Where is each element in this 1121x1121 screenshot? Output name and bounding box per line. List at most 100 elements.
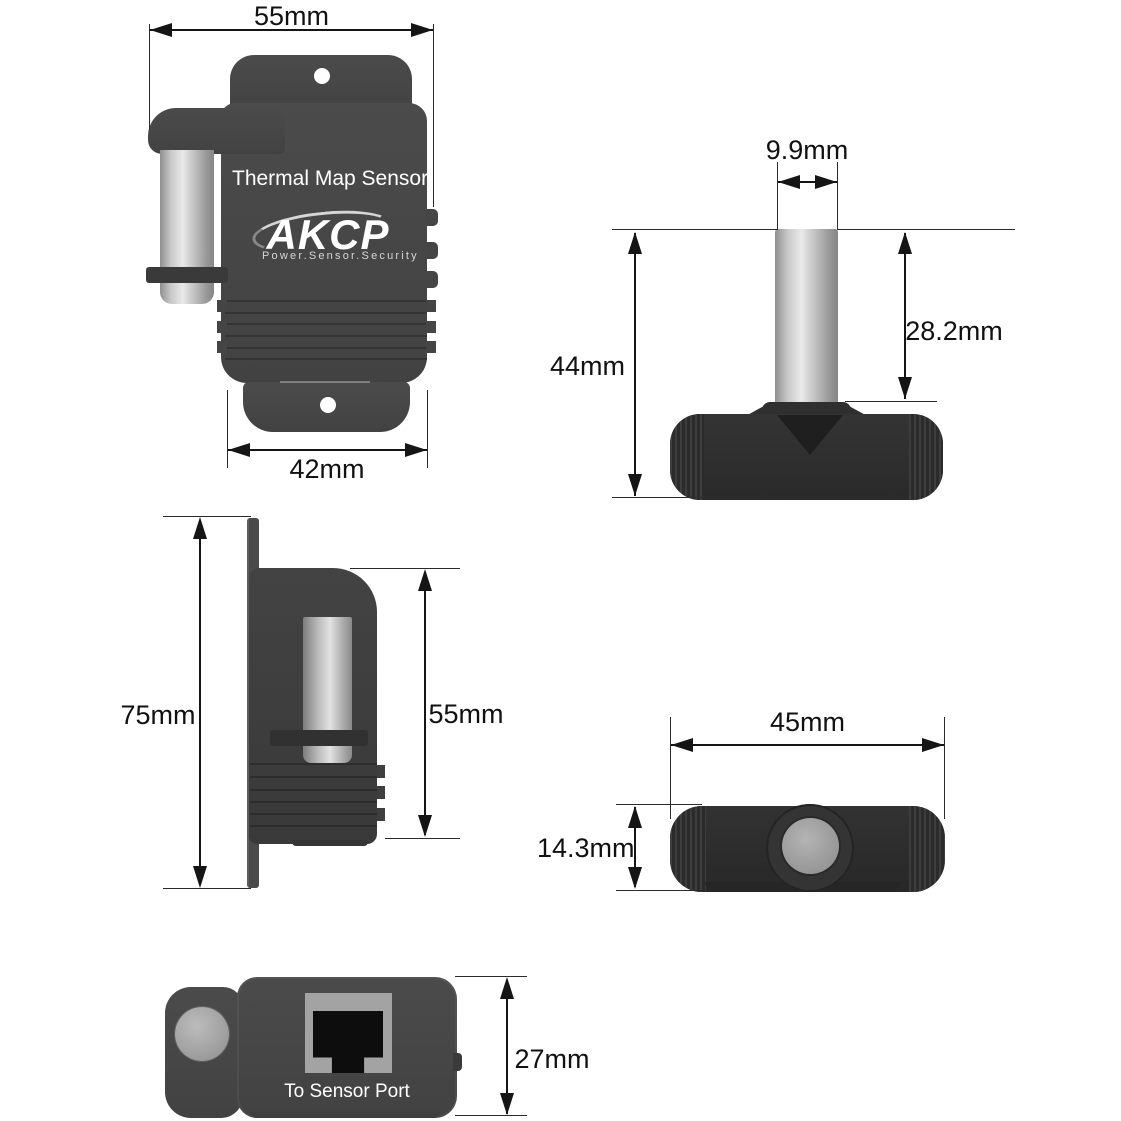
dim-side-body-arrow-up xyxy=(418,569,432,591)
dim-handle-w-label: 45mm xyxy=(769,707,845,737)
bottom-right-notch xyxy=(453,1053,462,1071)
dim-probe-dia-arrow-left xyxy=(778,175,800,189)
dim-stem-ext-top xyxy=(838,229,1015,230)
dim-bottom-h-arrow-up xyxy=(500,977,514,999)
front-rib xyxy=(225,300,427,302)
front-right-bump xyxy=(426,271,438,288)
front-mount-hole-bottom xyxy=(320,397,336,413)
front-rib-tab xyxy=(426,341,436,353)
front-right-bump xyxy=(426,242,438,259)
side-rib-tab xyxy=(377,808,385,821)
handle-knurl-left xyxy=(670,806,706,892)
front-probe-arm xyxy=(148,108,285,154)
probe-stem xyxy=(775,229,838,403)
dim-handle-d-label: 14.3mm xyxy=(537,833,635,863)
front-rib xyxy=(225,335,427,337)
dim-side-body-ext-top xyxy=(350,568,460,569)
front-rib xyxy=(225,358,427,360)
front-product-label: Thermal Map Sensor xyxy=(232,167,429,190)
dim-front-bottom-label: 42mm xyxy=(289,454,365,484)
front-rib xyxy=(225,323,427,325)
dim-handle-d-arrow-down xyxy=(628,867,642,889)
akcp-tagline: Power.Sensor.Security xyxy=(262,250,419,262)
dim-handle-d-ext-bottom xyxy=(616,890,710,891)
probe-handle-knurl-right xyxy=(909,414,943,500)
front-rib-tab xyxy=(217,341,227,353)
dim-front-bottom-ext-right xyxy=(427,390,428,468)
front-rib-tab xyxy=(426,321,436,333)
dim-handle-w-ext-left xyxy=(670,717,671,819)
front-rib-tab xyxy=(217,300,227,312)
dim-side-total-arrow-down xyxy=(193,866,207,888)
front-right-bump xyxy=(426,209,438,226)
dim-front-top-ext-left xyxy=(149,24,150,130)
dim-probe-h-label: 44mm xyxy=(549,351,625,381)
handle-sensor-window xyxy=(782,818,839,874)
dim-front-bottom-arrow-right xyxy=(405,443,427,457)
akcp-logo: AKCP xyxy=(266,211,390,258)
bottom-step-line xyxy=(250,1112,440,1118)
side-rib-tab xyxy=(377,765,385,778)
dim-stem-label: 28.2mm xyxy=(905,316,1003,346)
side-rib xyxy=(250,763,377,765)
side-rib-tab xyxy=(377,786,385,799)
bottom-port-label: To Sensor Port xyxy=(284,1081,410,1102)
dim-front-bottom-ext-left xyxy=(227,390,228,468)
dim-side-total-line xyxy=(199,521,201,885)
dim-side-body-ext-bottom xyxy=(385,838,460,839)
dim-stem-arrow-down xyxy=(898,377,912,399)
dim-front-top-label: 55mm xyxy=(253,1,329,31)
dim-handle-w-arrow-left xyxy=(671,738,693,752)
front-cable-clip xyxy=(146,267,228,283)
front-rib xyxy=(225,347,427,349)
side-rib xyxy=(250,789,377,791)
dim-probe-h-ext-top xyxy=(612,229,778,230)
dim-front-top-ext-right xyxy=(433,24,434,207)
dim-probe-h-arrow-up xyxy=(628,232,642,254)
front-mount-hole-top xyxy=(314,68,330,84)
front-tab-seam xyxy=(280,381,370,383)
dim-stem-arrow-up xyxy=(898,232,912,254)
dim-handle-w-line xyxy=(671,744,944,746)
dim-probe-h-ext-bottom xyxy=(612,497,791,498)
dim-probe-dia-line xyxy=(778,181,837,183)
front-rib xyxy=(225,312,427,314)
side-rib xyxy=(250,813,377,815)
front-rib-tab xyxy=(217,321,227,333)
dim-front-top-line xyxy=(150,29,433,31)
probe-handle-knurl-left xyxy=(670,414,704,500)
dim-front-top-arrow-left xyxy=(150,23,172,37)
dim-stem-line xyxy=(904,233,906,399)
dim-probe-dia-ext-left xyxy=(777,162,778,230)
dim-handle-w-arrow-right xyxy=(922,738,944,752)
bottom-probe-end xyxy=(175,1007,229,1061)
dim-bottom-h-ext-bottom xyxy=(455,1115,527,1116)
dim-front-bottom-line xyxy=(228,449,427,451)
dim-probe-dia-ext-right xyxy=(837,162,838,230)
dim-probe-dia-arrow-right xyxy=(815,175,837,189)
side-bottom-step xyxy=(292,840,368,846)
dim-side-body-line xyxy=(424,572,426,835)
dim-bottom-h-line xyxy=(506,980,508,1114)
side-rib xyxy=(250,801,377,803)
dim-bottom-h-arrow-down xyxy=(500,1093,514,1115)
dim-side-total-label: 75mm xyxy=(120,700,196,730)
dim-side-body-arrow-down xyxy=(418,815,432,837)
dim-handle-d-arrow-up xyxy=(628,806,642,828)
dim-side-total-ext-top xyxy=(163,516,251,517)
dim-handle-w-ext-right xyxy=(944,717,945,819)
front-rib-tab xyxy=(426,300,436,312)
dim-front-top-arrow-right xyxy=(411,23,433,37)
dim-probe-dia-label: 9.9mm xyxy=(765,135,849,165)
dim-side-body-label: 55mm xyxy=(428,699,504,729)
dim-side-total-arrow-up xyxy=(193,517,207,539)
dim-front-bottom-arrow-left xyxy=(228,443,250,457)
handle-knurl-right xyxy=(909,806,945,892)
side-rib xyxy=(250,776,377,778)
side-cable-clip xyxy=(270,730,368,746)
dim-handle-d-line xyxy=(634,807,636,887)
dim-bottom-h-ext-top xyxy=(455,976,527,977)
dim-probe-h-line xyxy=(634,233,636,496)
dim-handle-d-ext-top xyxy=(616,804,702,805)
